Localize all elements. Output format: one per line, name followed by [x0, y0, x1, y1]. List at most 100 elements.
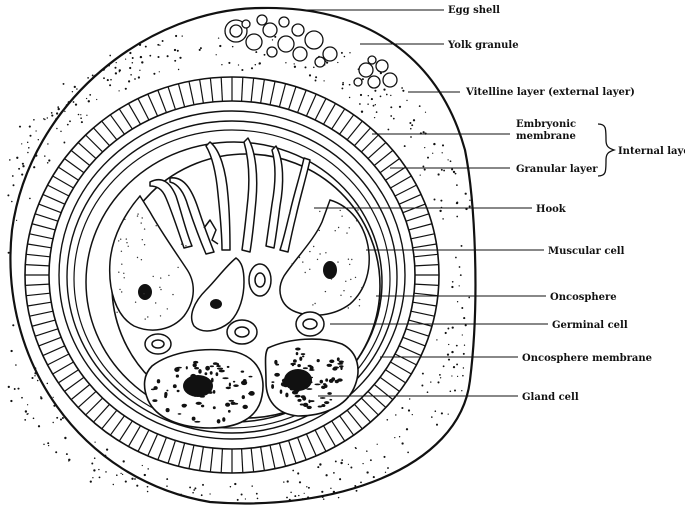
shell-stipple-dot: [375, 104, 376, 105]
shell-stipple-dot: [43, 444, 44, 445]
shell-stipple-dot: [234, 483, 236, 485]
shell-stipple-dot: [459, 266, 461, 268]
shell-stipple-dot: [286, 497, 288, 499]
gland-granule: [157, 379, 160, 383]
muscular-stipple-dot: [172, 294, 173, 295]
label-germinal-cell: Germinal cell: [552, 320, 628, 331]
gland-granule: [196, 402, 202, 405]
shell-stipple-dot: [129, 52, 131, 54]
shell-stipple-dot: [131, 478, 133, 480]
shell-stipple-dot: [374, 90, 376, 92]
shell-stipple-dot: [451, 168, 453, 170]
shell-stipple-dot: [383, 456, 385, 458]
gland-granule: [314, 384, 320, 386]
shell-stipple-dot: [27, 142, 28, 143]
shell-stipple-dot: [199, 49, 201, 51]
shell-stipple-dot: [53, 405, 55, 407]
gland-granule: [285, 393, 288, 398]
shell-stipple-dot: [463, 317, 465, 319]
shell-stipple-dot: [438, 173, 440, 175]
shell-stipple-dot: [25, 410, 27, 412]
muscular-stipple-dot: [317, 259, 318, 260]
shell-stipple-dot: [29, 135, 31, 137]
muscular-stipple-dot: [355, 277, 356, 278]
shell-stipple-dot: [313, 497, 315, 499]
shell-stipple-dot: [68, 459, 70, 461]
shell-stipple-dot: [28, 147, 30, 149]
muscular-stipple-dot: [155, 302, 156, 303]
shell-stipple-dot: [394, 437, 395, 438]
shell-stipple-dot: [232, 46, 234, 48]
shell-stipple-dot: [317, 466, 319, 468]
shell-stipple-dot: [419, 105, 421, 107]
shell-stipple-dot: [376, 111, 378, 113]
muscular-stipple-dot: [351, 259, 352, 260]
shell-stipple-dot: [463, 367, 464, 368]
shell-stipple-dot: [461, 307, 463, 309]
gland-granule: [225, 403, 230, 407]
shell-stipple-dot: [413, 119, 415, 121]
shell-stipple-dot: [56, 417, 58, 419]
muscular-stipple-dot: [362, 227, 363, 228]
muscular-stipple-dot: [118, 240, 119, 241]
shell-stipple-dot: [35, 154, 37, 156]
muscular-stipple-dot: [350, 296, 351, 297]
gland-granule: [306, 388, 312, 390]
shell-stipple-dot: [308, 487, 310, 489]
muscular-stipple-dot: [343, 290, 344, 291]
shell-stipple-dot: [163, 489, 165, 491]
gland-granule: [217, 419, 221, 423]
shell-stipple-dot: [337, 62, 338, 63]
gland-granule: [293, 359, 297, 363]
shell-stipple-dot: [399, 106, 401, 108]
shell-stipple-dot: [51, 112, 53, 114]
shell-stipple-dot: [125, 88, 127, 90]
shell-stipple-dot: [341, 52, 343, 54]
gland-granule: [317, 359, 320, 362]
shell-stipple-dot: [272, 39, 273, 40]
shell-stipple-dot: [457, 301, 458, 302]
muscular-stipple-dot: [305, 272, 306, 273]
muscular-stipple-dot: [185, 245, 186, 246]
shell-stipple-dot: [159, 71, 160, 72]
gland-granule: [242, 405, 247, 409]
shell-stipple-dot: [128, 80, 130, 82]
shell-stipple-dot: [40, 397, 42, 399]
muscular-stipple-dot: [309, 269, 310, 270]
shell-stipple-dot: [92, 74, 94, 76]
gland-granule: [280, 390, 283, 394]
shell-stipple-dot: [72, 91, 73, 92]
muscular-stipple-dot: [312, 304, 313, 305]
gland-granule: [205, 366, 210, 371]
shell-stipple-dot: [147, 468, 149, 470]
shell-stipple-dot: [31, 377, 33, 379]
muscular-stipple-dot: [160, 277, 161, 278]
shell-stipple-dot: [469, 200, 470, 201]
gland-granule: [271, 384, 274, 389]
shell-stipple-dot: [22, 163, 24, 165]
muscular-stipple-dot: [123, 273, 124, 274]
shell-stipple-dot: [385, 472, 386, 473]
shell-stipple-dot: [118, 90, 119, 91]
shell-stipple-dot: [14, 214, 15, 215]
shell-stipple-dot: [386, 94, 388, 96]
shell-stipple-dot: [129, 67, 131, 69]
shell-stipple-dot: [461, 390, 462, 391]
shell-stipple-dot: [33, 417, 35, 419]
shell-stipple-dot: [81, 121, 83, 123]
shell-stipple-dot: [341, 87, 343, 89]
shell-stipple-dot: [356, 490, 358, 492]
muscular-stipple-dot: [128, 246, 129, 247]
shell-stipple-dot: [174, 60, 176, 62]
shell-stipple-dot: [140, 56, 142, 58]
shell-stipple-dot: [425, 112, 426, 113]
shell-stipple-dot: [62, 417, 64, 419]
label-yolk-granule: Yolk granule: [447, 40, 519, 51]
gland-granule: [201, 405, 204, 408]
gland-granule: [324, 401, 329, 404]
shell-stipple-dot: [452, 326, 454, 328]
shell-stipple-dot: [386, 419, 388, 421]
muscular-stipple-dot: [118, 272, 119, 273]
gland-granule: [324, 384, 328, 388]
shell-stipple-dot: [408, 409, 410, 411]
